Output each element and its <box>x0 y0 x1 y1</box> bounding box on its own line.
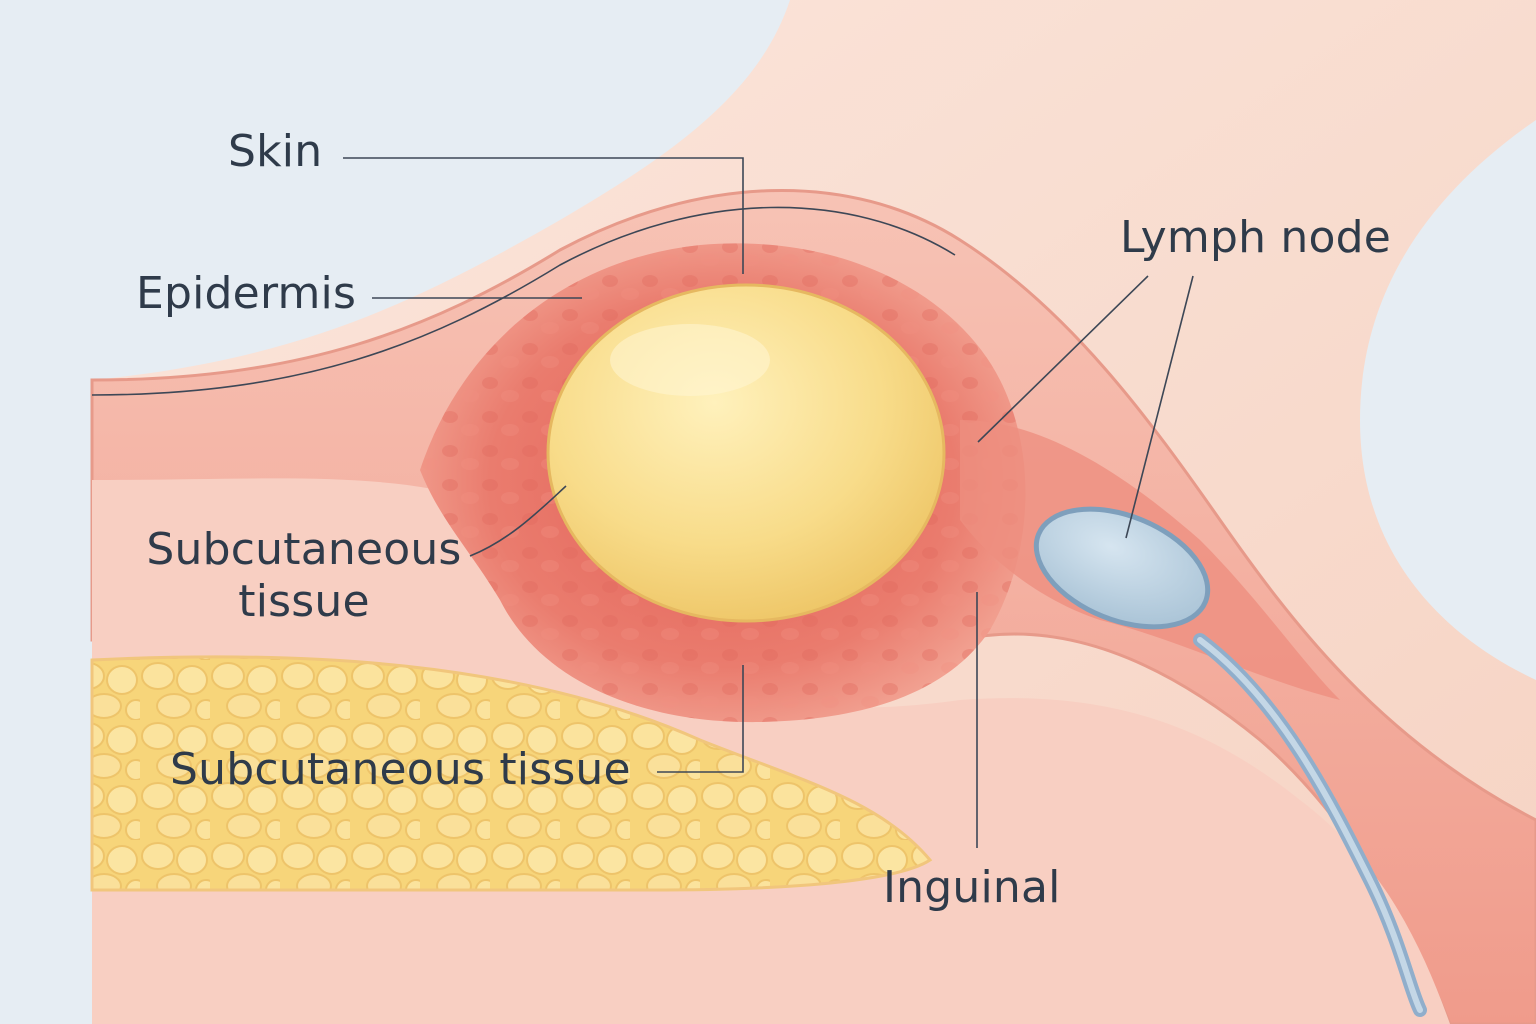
subcutaneous-fat <box>90 655 933 892</box>
label-inguinal: Inguinal <box>883 862 1061 913</box>
label-subcutaneous-upper-line1: Subcutaneous <box>146 524 462 575</box>
label-subcutaneous-lower: Subcutaneous tissue <box>170 744 631 795</box>
label-subcutaneous-upper-line2: tissue <box>238 576 370 627</box>
leader-lymph-node-1 <box>977 275 1149 443</box>
skin-surface-line <box>91 206 956 396</box>
label-epidermis: Epidermis <box>136 268 357 319</box>
label-lymph-node: Lymph node <box>1120 212 1391 263</box>
lymph-node <box>1033 506 1211 630</box>
cyst-highlight <box>610 324 770 396</box>
leader-skin <box>343 157 744 274</box>
lymphatic-vessel-inner <box>1197 637 1423 1013</box>
label-skin: Skin <box>228 126 323 177</box>
leader-subcutaneous-upper <box>469 485 567 557</box>
leader-subcutaneous-lower <box>657 665 744 773</box>
leader-lymph-node-2 <box>1125 275 1194 539</box>
label-subcutaneous-upper: Subcutaneous tissue <box>144 524 464 628</box>
